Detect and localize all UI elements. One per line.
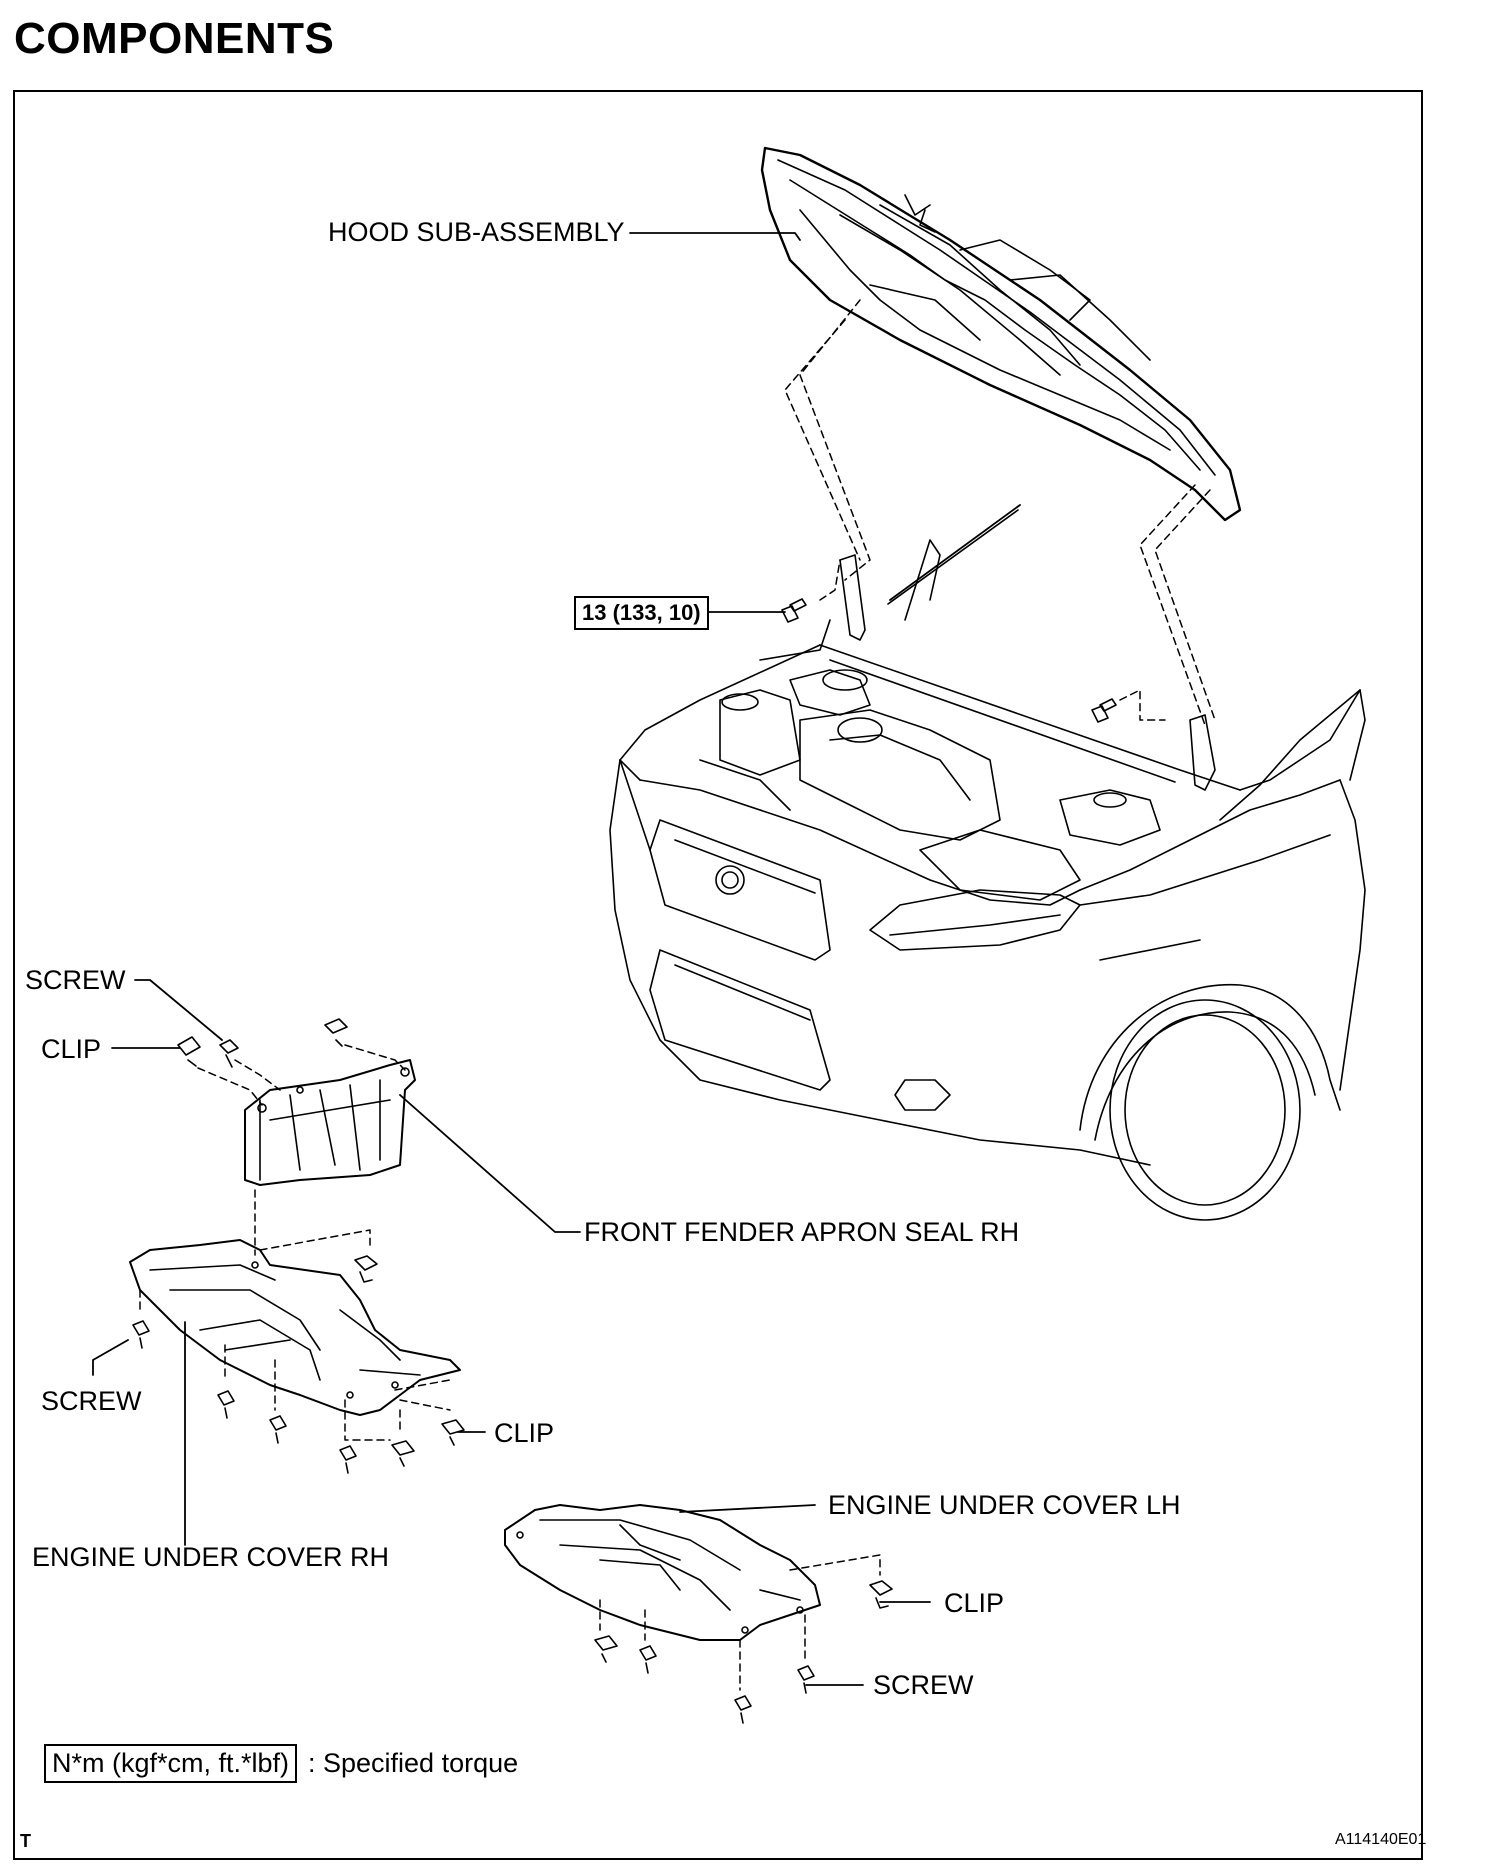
footer-left-code: T [20,1831,31,1851]
label-screw-bottom: SCREW [873,1670,974,1700]
label-clip-middle: CLIP [494,1418,555,1448]
label-front-fender-apron-seal-rh: FRONT FENDER APRON SEAL RH [584,1217,1020,1247]
under-cover-rh-drawing [129,1239,461,1416]
label-screw-middle: SCREW [41,1386,142,1416]
label-screw-top: SCREW [25,965,126,995]
torque-value-box: 13 (133, 10) [574,596,709,630]
legend-torque-unit-box: N*m (kgf*cm, ft.*lbf) [44,1744,298,1783]
page-title: COMPONENTS [14,14,335,63]
under-cover-lh-fasteners [594,1580,893,1724]
legend-description: : Specified torque [308,1748,519,1778]
under-cover-rh-fasteners [132,1255,465,1474]
hood-drawing [760,146,1242,522]
hinge-bolts [781,598,1117,723]
hood-hinges [839,554,1216,791]
car-body-drawing [609,539,1366,1221]
under-cover-lh-guides [599,1554,881,1691]
label-engine-under-cover-lh: ENGINE UNDER COVER LH [828,1490,1181,1520]
apron-seal-drawing [244,1059,416,1186]
label-engine-under-cover-rh: ENGINE UNDER COVER RH [32,1542,390,1572]
hood-hinge-guides [784,299,1216,726]
label-clip-top: CLIP [41,1034,102,1064]
apron-guides [197,1044,406,1256]
figure-id: A114140E01 [1335,1831,1427,1848]
under-cover-rh-guides [139,1229,451,1441]
under-cover-lh-drawing [504,1504,821,1641]
apron-fasteners [177,1018,348,1068]
diagram-frame [13,90,1423,1860]
label-clip-bottom: CLIP [944,1588,1005,1618]
label-hood-sub-assembly: HOOD SUB-ASSEMBLY [328,217,625,247]
leader-lines [92,232,931,1686]
